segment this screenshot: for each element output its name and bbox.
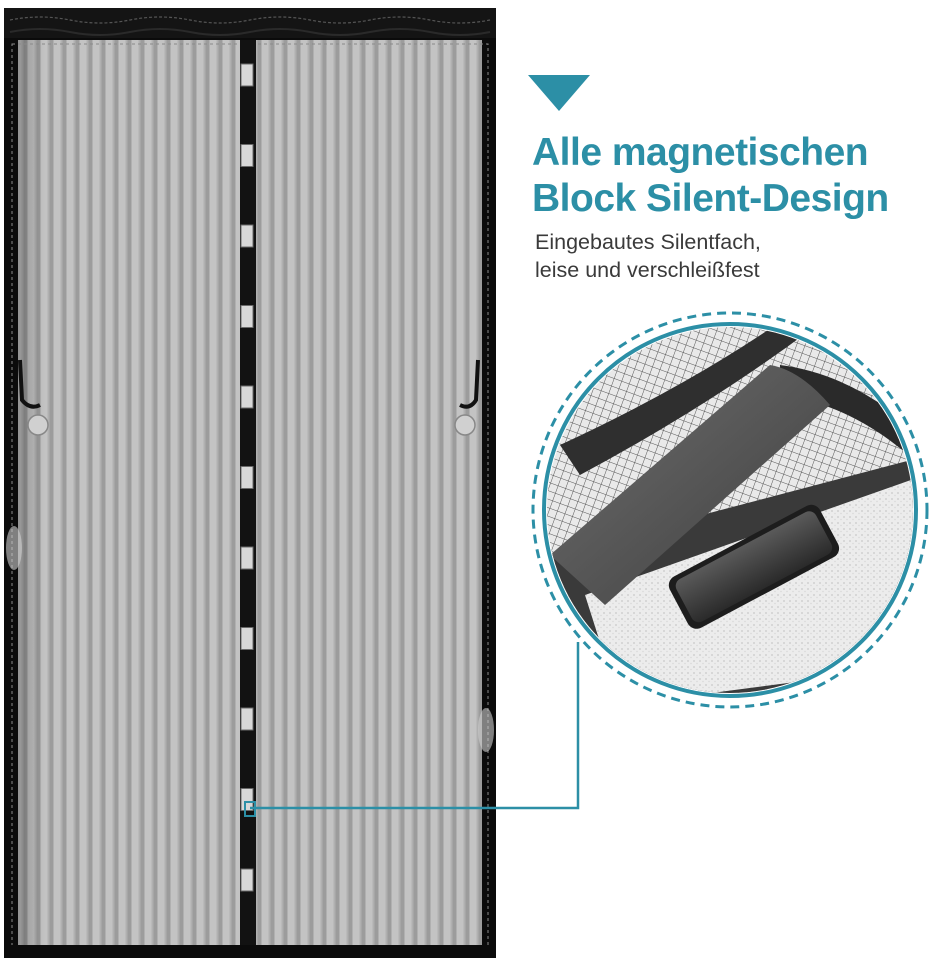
seam-magnet bbox=[240, 224, 254, 248]
feature-description: Eingebautes Silentfach, leise und versch… bbox=[535, 228, 915, 284]
headline-line-1: Alle magnetischen bbox=[532, 131, 869, 174]
seam-magnet bbox=[240, 305, 254, 328]
magnetic-screen-door-icon bbox=[4, 8, 496, 958]
seam-magnet bbox=[240, 868, 254, 892]
description-line-2: leise und verschleißfest bbox=[535, 258, 760, 282]
seam-magnet bbox=[240, 546, 254, 570]
right-mesh-panel bbox=[256, 40, 482, 945]
seam-magnets bbox=[240, 63, 254, 892]
seam-magnet bbox=[240, 788, 254, 811]
magnet-closeup-icon bbox=[531, 311, 929, 709]
seam-magnet bbox=[240, 707, 254, 731]
zoom-ring-dashed bbox=[531, 311, 929, 709]
seam-magnet bbox=[240, 144, 254, 167]
description-line-1: Eingebautes Silentfach, bbox=[535, 230, 761, 254]
left-tieback bbox=[18, 359, 41, 409]
right-tieback bbox=[459, 359, 480, 409]
seam-magnet bbox=[240, 466, 254, 489]
seam-magnet bbox=[240, 63, 254, 87]
seam-magnet bbox=[240, 627, 254, 650]
seam-magnet bbox=[240, 385, 254, 409]
feature-headline: Alle magnetischen Block Silent-Design bbox=[532, 130, 927, 222]
down-triangle-icon bbox=[528, 75, 590, 111]
headline-line-2: Block Silent-Design bbox=[532, 177, 889, 220]
